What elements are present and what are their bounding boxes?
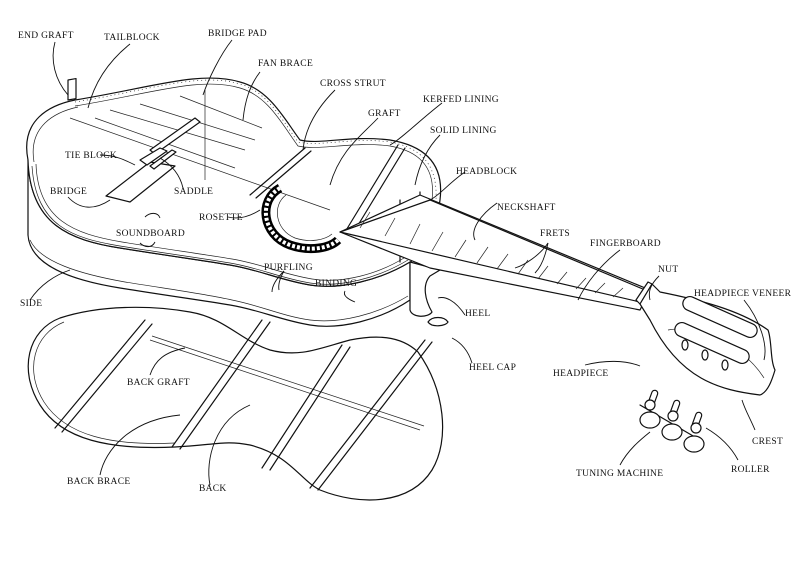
label-kerfed-lining: KERFED LINING (423, 95, 499, 105)
roller-hole (681, 339, 689, 351)
tie-block (139, 147, 168, 166)
label-tie-block: TIE BLOCK (65, 151, 117, 161)
label-side: SIDE (20, 299, 42, 309)
label-back: BACK (199, 484, 227, 494)
tuning-machine-assembly (639, 389, 705, 453)
back-plate (27, 306, 444, 501)
end-graft-block (67, 77, 77, 101)
label-binding: BINDING (315, 279, 357, 289)
label-tuning-machine: TUNING MACHINE (576, 469, 663, 479)
cross-strut-1 (249, 147, 306, 196)
label-nut: NUT (658, 265, 678, 275)
label-headblock: HEADBLOCK (456, 167, 517, 177)
label-bridge: BRIDGE (50, 187, 87, 197)
kerfed-lining (74, 83, 433, 201)
label-roller: ROLLER (731, 465, 770, 475)
label-tailblock: TAILBLOCK (104, 33, 160, 43)
guitar-neck (339, 194, 776, 396)
head-slot-2 (674, 321, 750, 365)
label-cross-strut: CROSS STRUT (320, 79, 386, 89)
tuner-button (639, 411, 661, 429)
label-neckshaft: NECKSHAFT (497, 203, 556, 213)
heel-cap-piece (427, 316, 449, 327)
purfling-line (32, 106, 405, 281)
label-headpiece: HEADPIECE (553, 369, 608, 379)
label-fingerboard: FINGERBOARD (590, 239, 661, 249)
label-heel: HEEL (465, 309, 490, 319)
label-back-brace: BACK BRACE (67, 477, 130, 487)
label-graft: GRAFT (368, 109, 401, 119)
label-end-graft: END GRAFT (18, 31, 74, 41)
back-brace-1 (54, 319, 146, 429)
label-purfling: PURFLING (264, 263, 313, 273)
fret-lines (359, 211, 624, 298)
label-heel-cap: HEEL CAP (469, 363, 516, 373)
leader-lines (29, 39, 766, 486)
label-frets: FRETS (540, 229, 570, 239)
label-rosette: ROSETTE (199, 213, 243, 223)
label-saddle: SADDLE (174, 187, 213, 197)
label-headpiece-veneer: HEADPIECE VENEER (694, 289, 792, 299)
label-bridge-pad: BRIDGE PAD (208, 29, 267, 39)
label-fan-brace: FAN BRACE (258, 59, 313, 69)
back-brace-3 (261, 344, 343, 469)
guitar-body (26, 77, 449, 327)
binding-line (31, 165, 409, 285)
back-brace-2 (171, 319, 263, 448)
back-graft-strip (149, 339, 421, 431)
head-slot-1 (682, 295, 758, 339)
labels: END GRAFT TAILBLOCK BRIDGE PAD FAN BRACE… (18, 29, 792, 494)
label-crest: CREST (752, 437, 783, 447)
heel-block (409, 261, 441, 317)
label-back-graft: BACK GRAFT (127, 378, 190, 388)
back-brace-4 (309, 339, 426, 489)
cross-strut-2 (344, 144, 399, 233)
label-soundboard: SOUNDBOARD (116, 229, 185, 239)
bridge-plate (105, 161, 176, 203)
soundboard-outline (26, 77, 442, 287)
label-solid-lining: SOLID LINING (430, 126, 497, 136)
